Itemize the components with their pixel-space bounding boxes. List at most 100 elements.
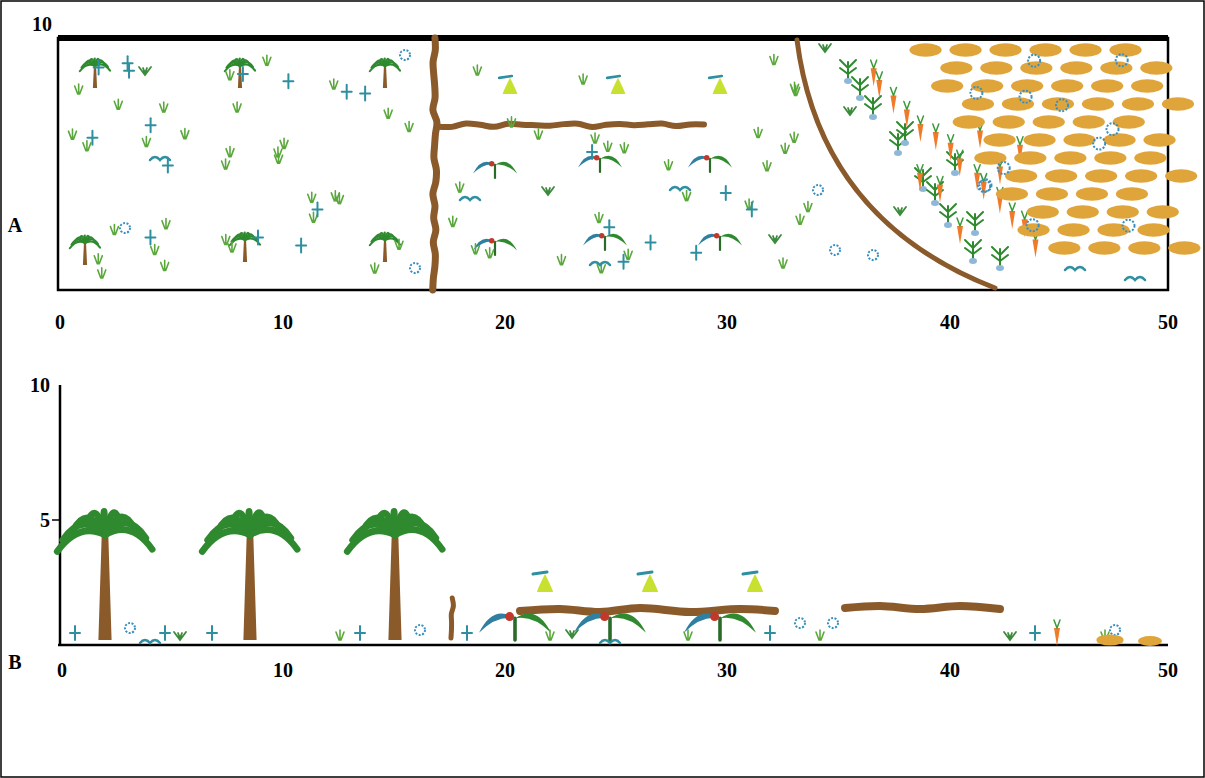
- banana-stem: [608, 618, 612, 640]
- palm-frond: [234, 59, 240, 66]
- palm-trunk: [383, 240, 387, 262]
- hay-bale: [1073, 115, 1105, 128]
- hay-bale: [1143, 133, 1175, 146]
- v-plant: [819, 44, 831, 52]
- panel-letter: B: [8, 652, 21, 672]
- flower-plant: [1028, 55, 1040, 67]
- top-border: [58, 35, 1168, 41]
- palm-trunk: [93, 66, 97, 88]
- grass-tuft: [83, 141, 91, 151]
- grass-tuft: [763, 161, 771, 171]
- seedling: [123, 62, 133, 64]
- grass-tuft: [456, 182, 464, 192]
- axis-tick-label: 30: [717, 660, 737, 680]
- curved-bund: [797, 40, 995, 288]
- hay-bale: [1091, 79, 1123, 92]
- grass-tuft: [557, 255, 565, 265]
- seedling: [145, 236, 155, 238]
- bell-fruit: [611, 78, 625, 94]
- flower-plant: [1106, 123, 1118, 135]
- carrot: [917, 124, 923, 142]
- carrot-top: [937, 176, 943, 184]
- palm-trunk: [98, 535, 111, 640]
- grass-tuft: [546, 630, 554, 640]
- flower-plant: [125, 623, 135, 633]
- banana-leaf: [515, 614, 551, 633]
- palm-frond: [379, 233, 385, 240]
- seedling: [163, 165, 173, 167]
- banana-bud: [600, 612, 609, 621]
- hay-bale: [1125, 169, 1157, 182]
- flower-plant: [1027, 219, 1039, 231]
- v-plant: [844, 107, 856, 115]
- hay-bale: [1097, 223, 1129, 236]
- grass-tuft: [624, 249, 632, 259]
- flower-plant: [410, 263, 420, 273]
- hay-bale: [1067, 205, 1099, 218]
- grass-tuft: [792, 85, 800, 95]
- banana-leaf: [720, 234, 742, 246]
- carrot: [1009, 211, 1015, 229]
- palm-frond: [379, 59, 385, 66]
- grass-tuft: [796, 214, 804, 224]
- palm-trunk: [83, 243, 87, 265]
- v-plant: [542, 187, 554, 195]
- profile-axes: [52, 385, 1168, 645]
- banana-bud: [714, 233, 720, 239]
- creeper: [1065, 267, 1085, 270]
- axis-tick-label: 20: [495, 312, 515, 332]
- creeper: [670, 187, 690, 190]
- axis-tick-label: 10: [273, 312, 293, 332]
- grass-tuft: [226, 70, 234, 80]
- palm-frond: [239, 233, 245, 240]
- hay-bale: [980, 61, 1012, 74]
- grass-tuft: [395, 239, 403, 249]
- v-plant: [769, 235, 781, 243]
- flower-plant: [415, 625, 425, 635]
- grass-tuft: [68, 129, 76, 139]
- banana-leaf: [610, 614, 646, 633]
- grass-tuft: [330, 79, 338, 89]
- carrot: [1032, 239, 1038, 257]
- axis-tick-label: 0: [57, 660, 67, 680]
- crop-root: [944, 222, 952, 228]
- hay-bale: [1134, 151, 1166, 164]
- grass-tuft: [664, 160, 672, 170]
- seedling: [619, 261, 629, 263]
- hay-bale: [1085, 169, 1117, 182]
- palm-frond: [250, 530, 297, 550]
- carrot: [957, 158, 963, 176]
- palm-frond: [385, 238, 400, 244]
- banana-leaf: [605, 234, 627, 246]
- carrot-top: [933, 124, 939, 132]
- hay-bale: [1107, 205, 1139, 218]
- hay-bale: [1023, 133, 1055, 146]
- hay-bale: [1137, 223, 1169, 236]
- seedling: [765, 632, 775, 634]
- grass-tuft: [384, 108, 392, 118]
- v-plant: [566, 630, 578, 638]
- palm-trunk: [383, 66, 387, 88]
- grass-tuft: [226, 147, 234, 157]
- hay-bale: [949, 43, 981, 56]
- grass-tuft: [114, 99, 122, 109]
- seedling: [355, 632, 365, 634]
- crop-root: [996, 265, 1004, 271]
- banana-bud: [704, 155, 710, 161]
- crop-plant: [897, 122, 913, 140]
- hay-bale: [1014, 151, 1046, 164]
- palm-frond: [89, 59, 95, 66]
- banana-leaf: [698, 234, 720, 246]
- grass-tuft: [98, 268, 106, 278]
- carrot: [933, 132, 939, 150]
- crop-root: [969, 258, 977, 264]
- palm-trunk: [388, 535, 401, 640]
- v-plant: [1004, 632, 1016, 640]
- flower-plant: [1020, 91, 1032, 103]
- flower-plant: [795, 618, 805, 628]
- grass-tuft: [280, 138, 288, 148]
- hay-bale: [1128, 241, 1160, 254]
- seedling: [283, 80, 293, 82]
- grass-tuft: [790, 132, 798, 142]
- seedling: [146, 124, 156, 126]
